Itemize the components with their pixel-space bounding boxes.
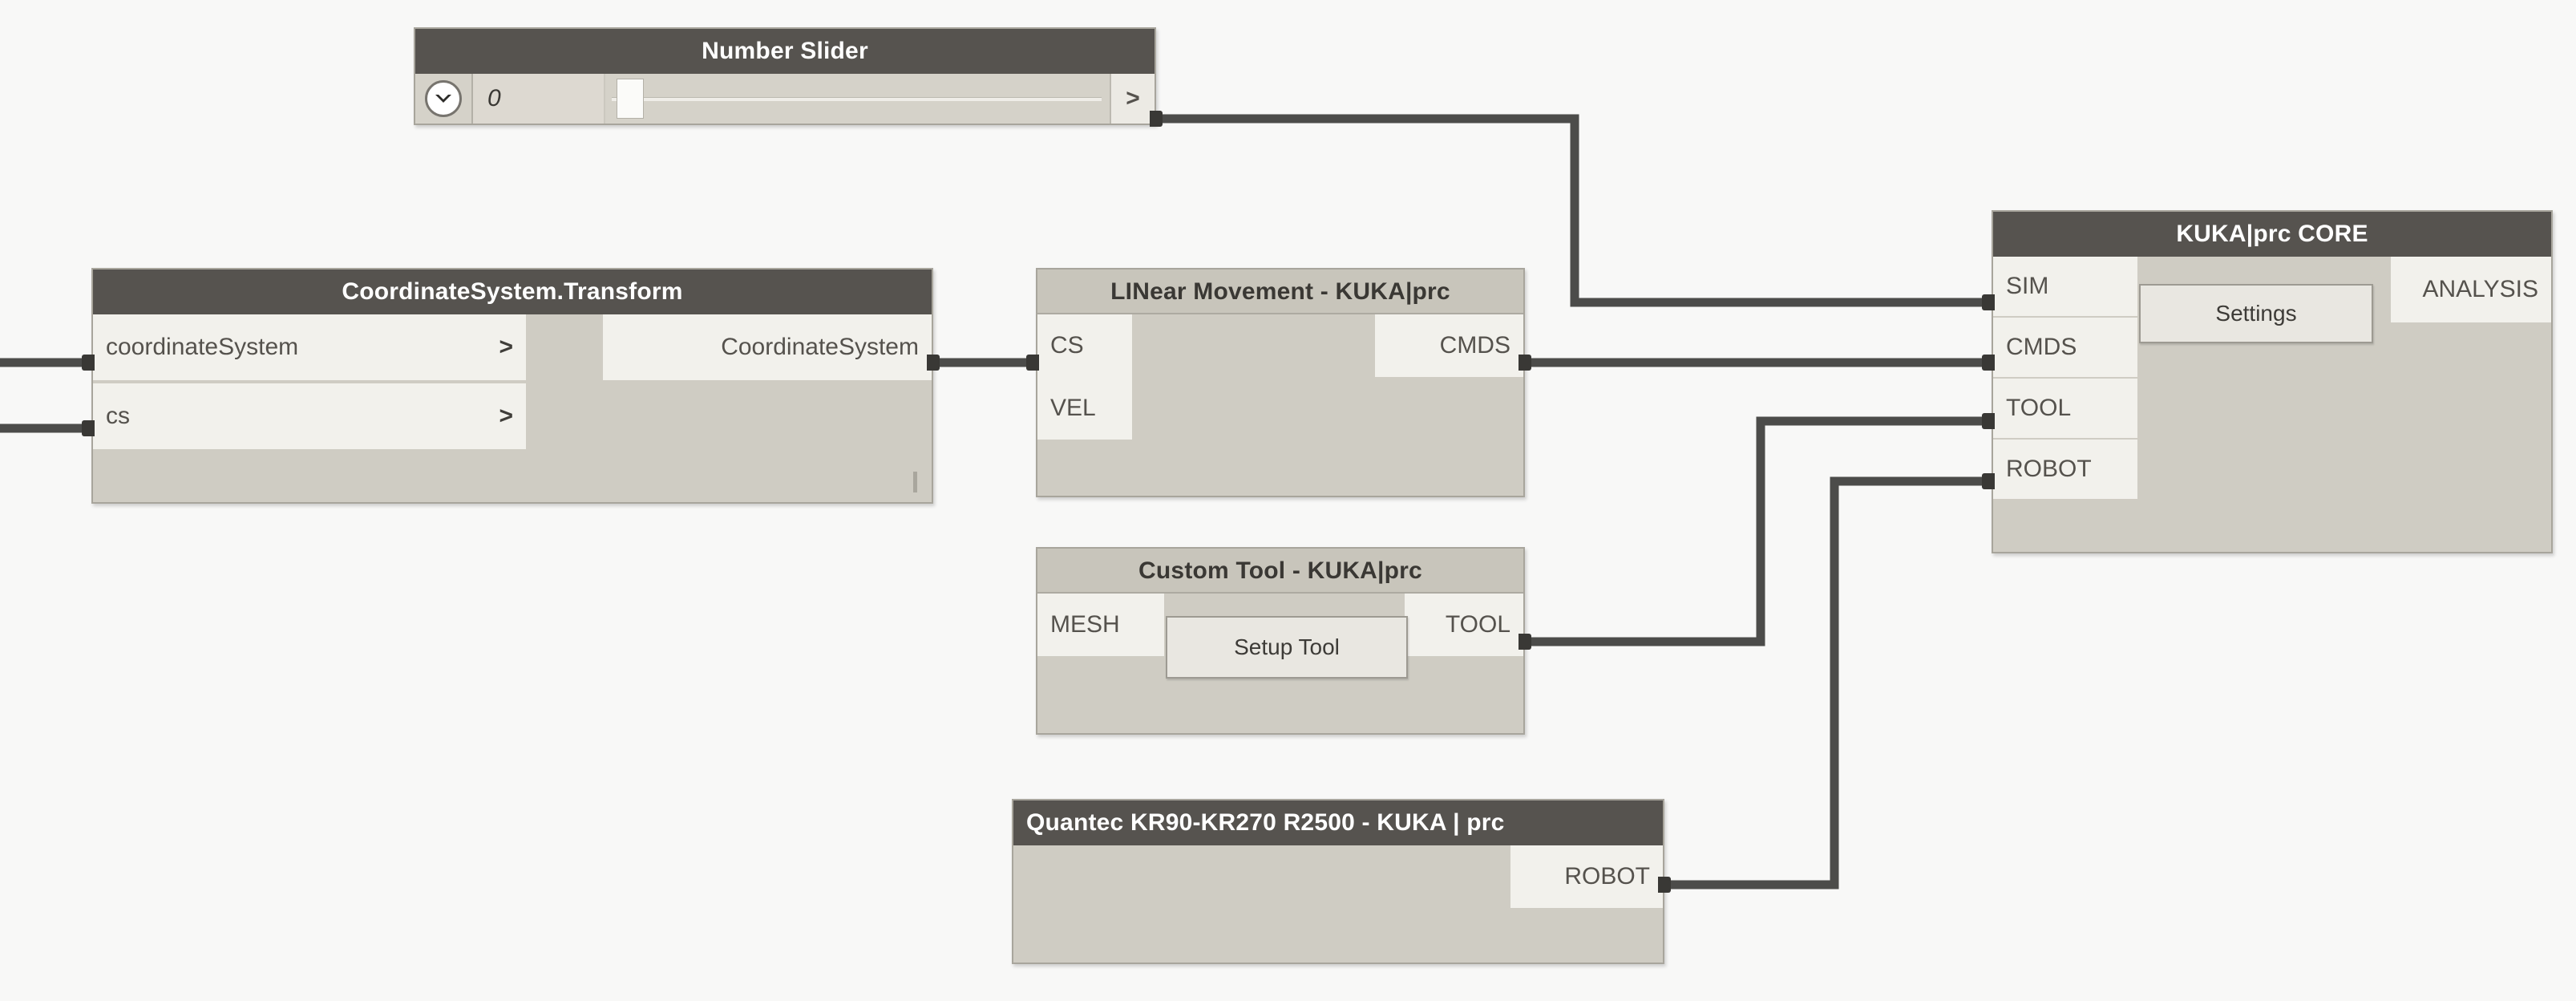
settings-button[interactable]: Settings	[2139, 284, 2373, 343]
port-in-vel[interactable]: VEL	[1037, 377, 1132, 440]
port-in-tool[interactable]: TOOL	[1993, 379, 2137, 438]
node-kuka-prc-core[interactable]: KUKA|prc CORE SIM CMDS TOOL ROBOT ANALYS…	[1992, 210, 2553, 553]
port-out-robot-label: ROBOT	[1564, 863, 1650, 890]
custom-tool-title: Custom Tool - KUKA|prc	[1037, 549, 1523, 594]
port-in-coordinatesystem-label: coordinateSystem	[106, 334, 299, 360]
quantec-robot-output-nub	[1658, 877, 1671, 893]
port-out-coordinatesystem-label: CoordinateSystem	[721, 334, 919, 360]
quantec-robot-title: Quantec KR90-KR270 R2500 - KUKA | prc	[1013, 800, 1663, 845]
node-linear-movement[interactable]: LINear Movement - KUKA|prc CS VEL CMDS	[1036, 268, 1525, 497]
kuka-prc-core-body: SIM CMDS TOOL ROBOT ANALYSIS Settings	[1993, 257, 2551, 552]
port-out-tool-label: TOOL	[1445, 611, 1510, 638]
coordinatesystem-transform-body: coordinateSystem > cs > CoordinateSystem	[93, 314, 932, 502]
core-cmds-nub	[1982, 355, 1995, 371]
port-in-robot[interactable]: ROBOT	[1993, 440, 2137, 499]
node-quantec-robot[interactable]: Quantec KR90-KR270 R2500 - KUKA | prc RO…	[1012, 799, 1664, 964]
chevron-right-icon[interactable]: >	[499, 403, 513, 429]
chevron-down-icon[interactable]	[425, 80, 462, 117]
number-slider-body: 0 >	[415, 74, 1155, 124]
port-out-tool[interactable]: TOOL	[1405, 594, 1523, 656]
slider-output-nub	[1150, 111, 1163, 127]
port-in-mesh[interactable]: MESH	[1037, 594, 1164, 656]
port-in-cs[interactable]: CS	[1037, 314, 1132, 377]
core-sim-nub	[1982, 294, 1995, 310]
cs-input-nub	[82, 420, 95, 436]
kuka-prc-core-title: KUKA|prc CORE	[1993, 212, 2551, 257]
number-slider-row[interactable]: 0 >	[415, 74, 1155, 124]
port-in-cs-label: CS	[1050, 332, 1084, 359]
core-robot-nub	[1982, 473, 1995, 489]
port-in-coordinatesystem[interactable]: coordinateSystem >	[93, 314, 526, 380]
node-number-slider[interactable]: Number Slider 0 >	[414, 27, 1156, 125]
node-custom-tool[interactable]: Custom Tool - KUKA|prc MESH TOOL Setup T…	[1036, 547, 1525, 735]
linear-movement-body: CS VEL CMDS	[1037, 314, 1523, 496]
port-in-cs[interactable]: cs >	[93, 383, 526, 449]
port-out-cmds[interactable]: CMDS	[1375, 314, 1523, 377]
resize-grip[interactable]	[913, 472, 917, 492]
port-in-sim-label: SIM	[2006, 273, 2049, 299]
port-in-robot-label: ROBOT	[2006, 456, 2092, 482]
custom-tool-body: MESH TOOL Setup Tool	[1037, 594, 1523, 733]
slider-value-field[interactable]: 0	[473, 74, 605, 124]
coordinatesystem-transform-title: CoordinateSystem.Transform	[93, 270, 932, 314]
setup-tool-button[interactable]: Setup Tool	[1166, 616, 1408, 679]
slider-expand-button[interactable]	[415, 74, 473, 124]
linear-movement-title: LINear Movement - KUKA|prc	[1037, 270, 1523, 314]
slider-track	[612, 96, 1102, 101]
slider-thumb[interactable]	[617, 79, 644, 119]
port-in-mesh-label: MESH	[1050, 611, 1120, 638]
port-in-cs-label: cs	[106, 403, 130, 429]
node-coordinatesystem-transform[interactable]: CoordinateSystem.Transform coordinateSys…	[91, 268, 933, 504]
wire-tool-to-tool	[1525, 416, 1990, 646]
port-out-analysis-label: ANALYSIS	[2422, 276, 2538, 302]
port-out-robot[interactable]: ROBOT	[1510, 845, 1663, 908]
slider-output-port[interactable]: >	[1110, 74, 1155, 124]
quantec-robot-body: ROBOT	[1013, 845, 1663, 962]
port-out-analysis[interactable]: ANALYSIS	[2391, 257, 2551, 322]
custom-tool-output-nub	[1519, 634, 1531, 650]
linear-movement-cmds-nub	[1519, 355, 1531, 371]
port-in-sim[interactable]: SIM	[1993, 257, 2137, 316]
core-tool-nub	[1982, 413, 1995, 429]
port-in-cmds-label: CMDS	[2006, 334, 2077, 360]
linear-movement-cs-nub	[1026, 355, 1039, 371]
port-in-cmds[interactable]: CMDS	[1993, 318, 2137, 377]
coordinatesystem-output-nub	[927, 355, 940, 371]
chevron-right-icon[interactable]: >	[499, 334, 513, 360]
wire-robot-to-robot	[1664, 476, 1990, 890]
slider-track-area[interactable]	[605, 74, 1110, 124]
port-in-tool-label: TOOL	[2006, 395, 2072, 421]
number-slider-title: Number Slider	[415, 29, 1155, 74]
port-out-cmds-label: CMDS	[1439, 332, 1510, 359]
coordinatesystem-input-nub	[82, 355, 95, 371]
port-out-coordinatesystem[interactable]: CoordinateSystem	[603, 314, 932, 380]
port-in-vel-label: VEL	[1050, 395, 1096, 421]
